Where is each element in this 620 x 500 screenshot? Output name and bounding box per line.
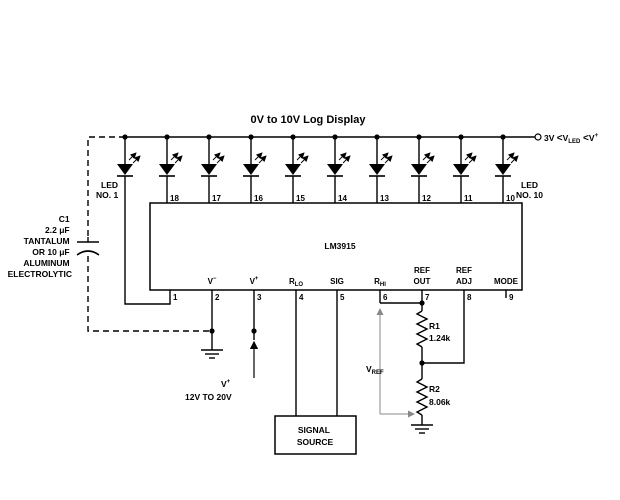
pin-number-11: 11 <box>464 194 473 203</box>
r1-label: R1 1.24k <box>429 321 451 343</box>
led-light-icon <box>426 155 435 164</box>
led-light-icon <box>174 155 183 164</box>
led-diode-icon <box>327 164 343 175</box>
led-light-icon <box>342 155 351 164</box>
pin-number-6: 6 <box>383 293 388 302</box>
r2-label: R2 8.06k <box>429 384 451 407</box>
led-diode-icon <box>495 164 511 175</box>
led-light-icon <box>254 152 263 161</box>
ref-out-junction <box>419 300 425 306</box>
pin-number-9: 9 <box>509 293 514 302</box>
led-1-wire <box>124 176 171 305</box>
pin-number-13: 13 <box>380 194 389 203</box>
signal-source-label: SIGNAL SOURCE <box>297 425 334 447</box>
led-light-icon <box>128 152 137 161</box>
pin-label-7: REF <box>414 266 430 275</box>
capacitor-plate-bottom <box>76 250 100 256</box>
capacitor-label: C1 2.2 μF TANTALUM OR 10 μF ALUMINUM ELE… <box>8 214 72 279</box>
led-diode-icon <box>117 164 133 175</box>
led-light-icon <box>510 155 519 164</box>
capacitor-wire-lower <box>87 256 212 332</box>
led-diode-icon <box>453 164 469 175</box>
supply-rail-label: 3V <VLED <V+ <box>544 133 599 145</box>
led-diode-icon <box>285 164 301 175</box>
led-diode-icon <box>411 164 427 175</box>
led-diode-icon <box>243 164 259 175</box>
top-pin-numbers: 18 17 16 15 14 13 12 11 10 <box>170 194 515 203</box>
led-diode-icon <box>369 164 385 175</box>
led-2 <box>159 134 183 203</box>
capacitor-wire <box>87 136 125 237</box>
pin-number-2: 2 <box>215 293 220 302</box>
pin-number-14: 14 <box>338 194 347 203</box>
led-light-icon <box>132 155 141 164</box>
led-light-icon <box>300 155 309 164</box>
led-diode-icon <box>201 164 217 175</box>
pin-number-16: 16 <box>254 194 263 203</box>
led-10 <box>495 134 519 203</box>
led-light-icon <box>464 152 473 161</box>
led-5 <box>285 134 309 203</box>
pin-label-9: MODE <box>494 277 519 286</box>
pin3-junction <box>251 328 257 334</box>
supply-input-label: V+ 12V TO 20V <box>185 375 233 402</box>
pin-number-4: 4 <box>299 293 304 302</box>
led-light-icon <box>506 152 515 161</box>
signal-source-box <box>274 415 357 455</box>
bottom-pin-labels: 1 2 V− 3 V+ 4 RLO 5 SIG 6 RHI 7 REF OUT 8 REF ADJ 9 MODE <box>173 266 519 302</box>
ground-icon-r2 <box>411 424 433 434</box>
pin-number-15: 15 <box>296 194 305 203</box>
pin-label-8-line2: ADJ <box>456 277 472 286</box>
led-array <box>117 134 519 203</box>
supply-rail-terminal <box>534 133 542 141</box>
r1-resistor <box>415 310 429 348</box>
led-7 <box>369 134 393 203</box>
led-4 <box>243 134 267 203</box>
led-light-icon <box>468 155 477 164</box>
pin-label-5: SIG <box>330 277 344 286</box>
led-light-icon <box>338 152 347 161</box>
led-light-icon <box>422 152 431 161</box>
led-9 <box>453 134 477 203</box>
ground-icon <box>201 349 223 359</box>
diagram-title: 0V to 10V Log Display <box>251 114 367 126</box>
pin-label-3: V+ <box>250 276 259 286</box>
pin-number-5: 5 <box>340 293 345 302</box>
vref-label: VREF <box>366 364 384 376</box>
pin-number-8: 8 <box>467 293 472 302</box>
led-1 <box>117 134 141 177</box>
led-light-icon <box>384 155 393 164</box>
ground-junction <box>209 328 215 334</box>
led-diode-icon <box>159 164 175 175</box>
pin-number-10: 10 <box>506 194 515 203</box>
led-6 <box>327 134 351 203</box>
pin-label-2: V− <box>208 276 217 286</box>
pin-number-12: 12 <box>422 194 431 203</box>
lm3915-chip <box>149 202 523 291</box>
r2-resistor <box>415 378 429 416</box>
led-light-icon <box>296 152 305 161</box>
pin-label-4: RLO <box>289 277 303 288</box>
pin-label-6: RHI <box>374 277 386 288</box>
pin-label-8: REF <box>456 266 472 275</box>
led-light-icon <box>258 155 267 164</box>
pin-label-7-line2: OUT <box>414 277 431 286</box>
led-light-icon <box>170 152 179 161</box>
pin-number-1: 1 <box>173 293 178 302</box>
pin-number-17: 17 <box>212 194 221 203</box>
pin-number-18: 18 <box>170 194 179 203</box>
pin-number-7: 7 <box>425 293 430 302</box>
led-light-icon <box>216 155 225 164</box>
led-light-icon <box>212 152 221 161</box>
pin-number-3: 3 <box>257 293 262 302</box>
pin8-wire <box>422 290 465 364</box>
led-8 <box>411 134 435 203</box>
led-3 <box>201 134 225 203</box>
led-light-icon <box>380 152 389 161</box>
chip-name: LM3915 <box>324 241 355 251</box>
